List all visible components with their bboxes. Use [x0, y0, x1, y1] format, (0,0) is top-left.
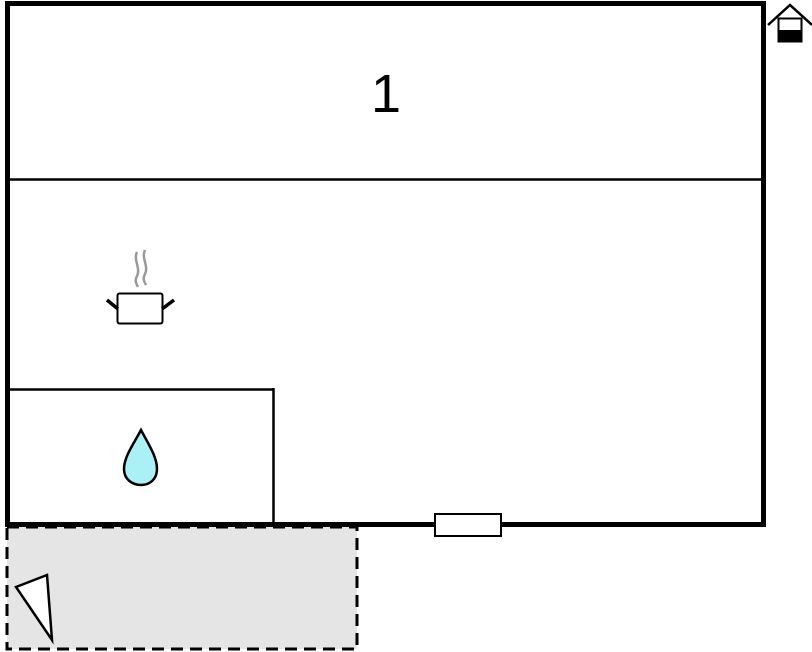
room-number-label: 1: [371, 64, 401, 124]
outer-wall: [5, 1, 766, 527]
cooking-pot-icon: [105, 249, 176, 325]
terrace-area: [5, 525, 359, 651]
terrace-icon: [14, 573, 54, 645]
window-icon: [434, 513, 502, 537]
water-drop-icon: [122, 427, 159, 487]
bathroom-wall: [8, 388, 275, 524]
house-icon: [767, 3, 812, 43]
